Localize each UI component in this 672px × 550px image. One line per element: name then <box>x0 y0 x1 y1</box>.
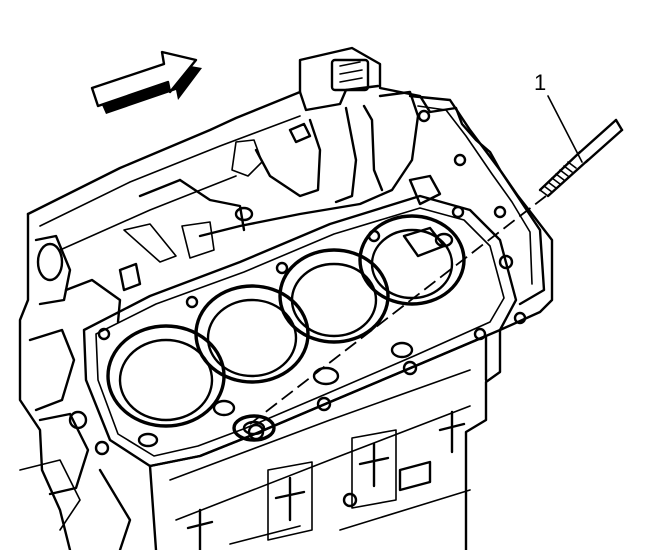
block-left-side <box>19 234 142 550</box>
cylinder-bore-2 <box>194 284 310 384</box>
rib-cross-4 <box>438 410 466 454</box>
front-direction-arrow-icon <box>90 50 202 114</box>
alignment-pin-tool-icon <box>538 118 624 198</box>
installation-line <box>249 195 547 425</box>
rib-cross-3 <box>351 429 397 509</box>
valley-area <box>123 58 420 263</box>
cylinder-bore-1 <box>106 324 226 428</box>
callout-number-1: 1 <box>534 70 546 95</box>
cylinder-bore-4 <box>358 214 466 306</box>
engine-block-outline <box>18 46 554 550</box>
callout-leader-line <box>547 95 583 163</box>
deck-bolt-holes <box>94 205 487 456</box>
rib-cross-2 <box>267 461 313 541</box>
rib-cross-1 <box>186 508 214 550</box>
cylinder-deck-gasket <box>82 194 518 468</box>
block-lower-face <box>148 334 488 550</box>
cylinder-bore-3 <box>278 248 390 344</box>
